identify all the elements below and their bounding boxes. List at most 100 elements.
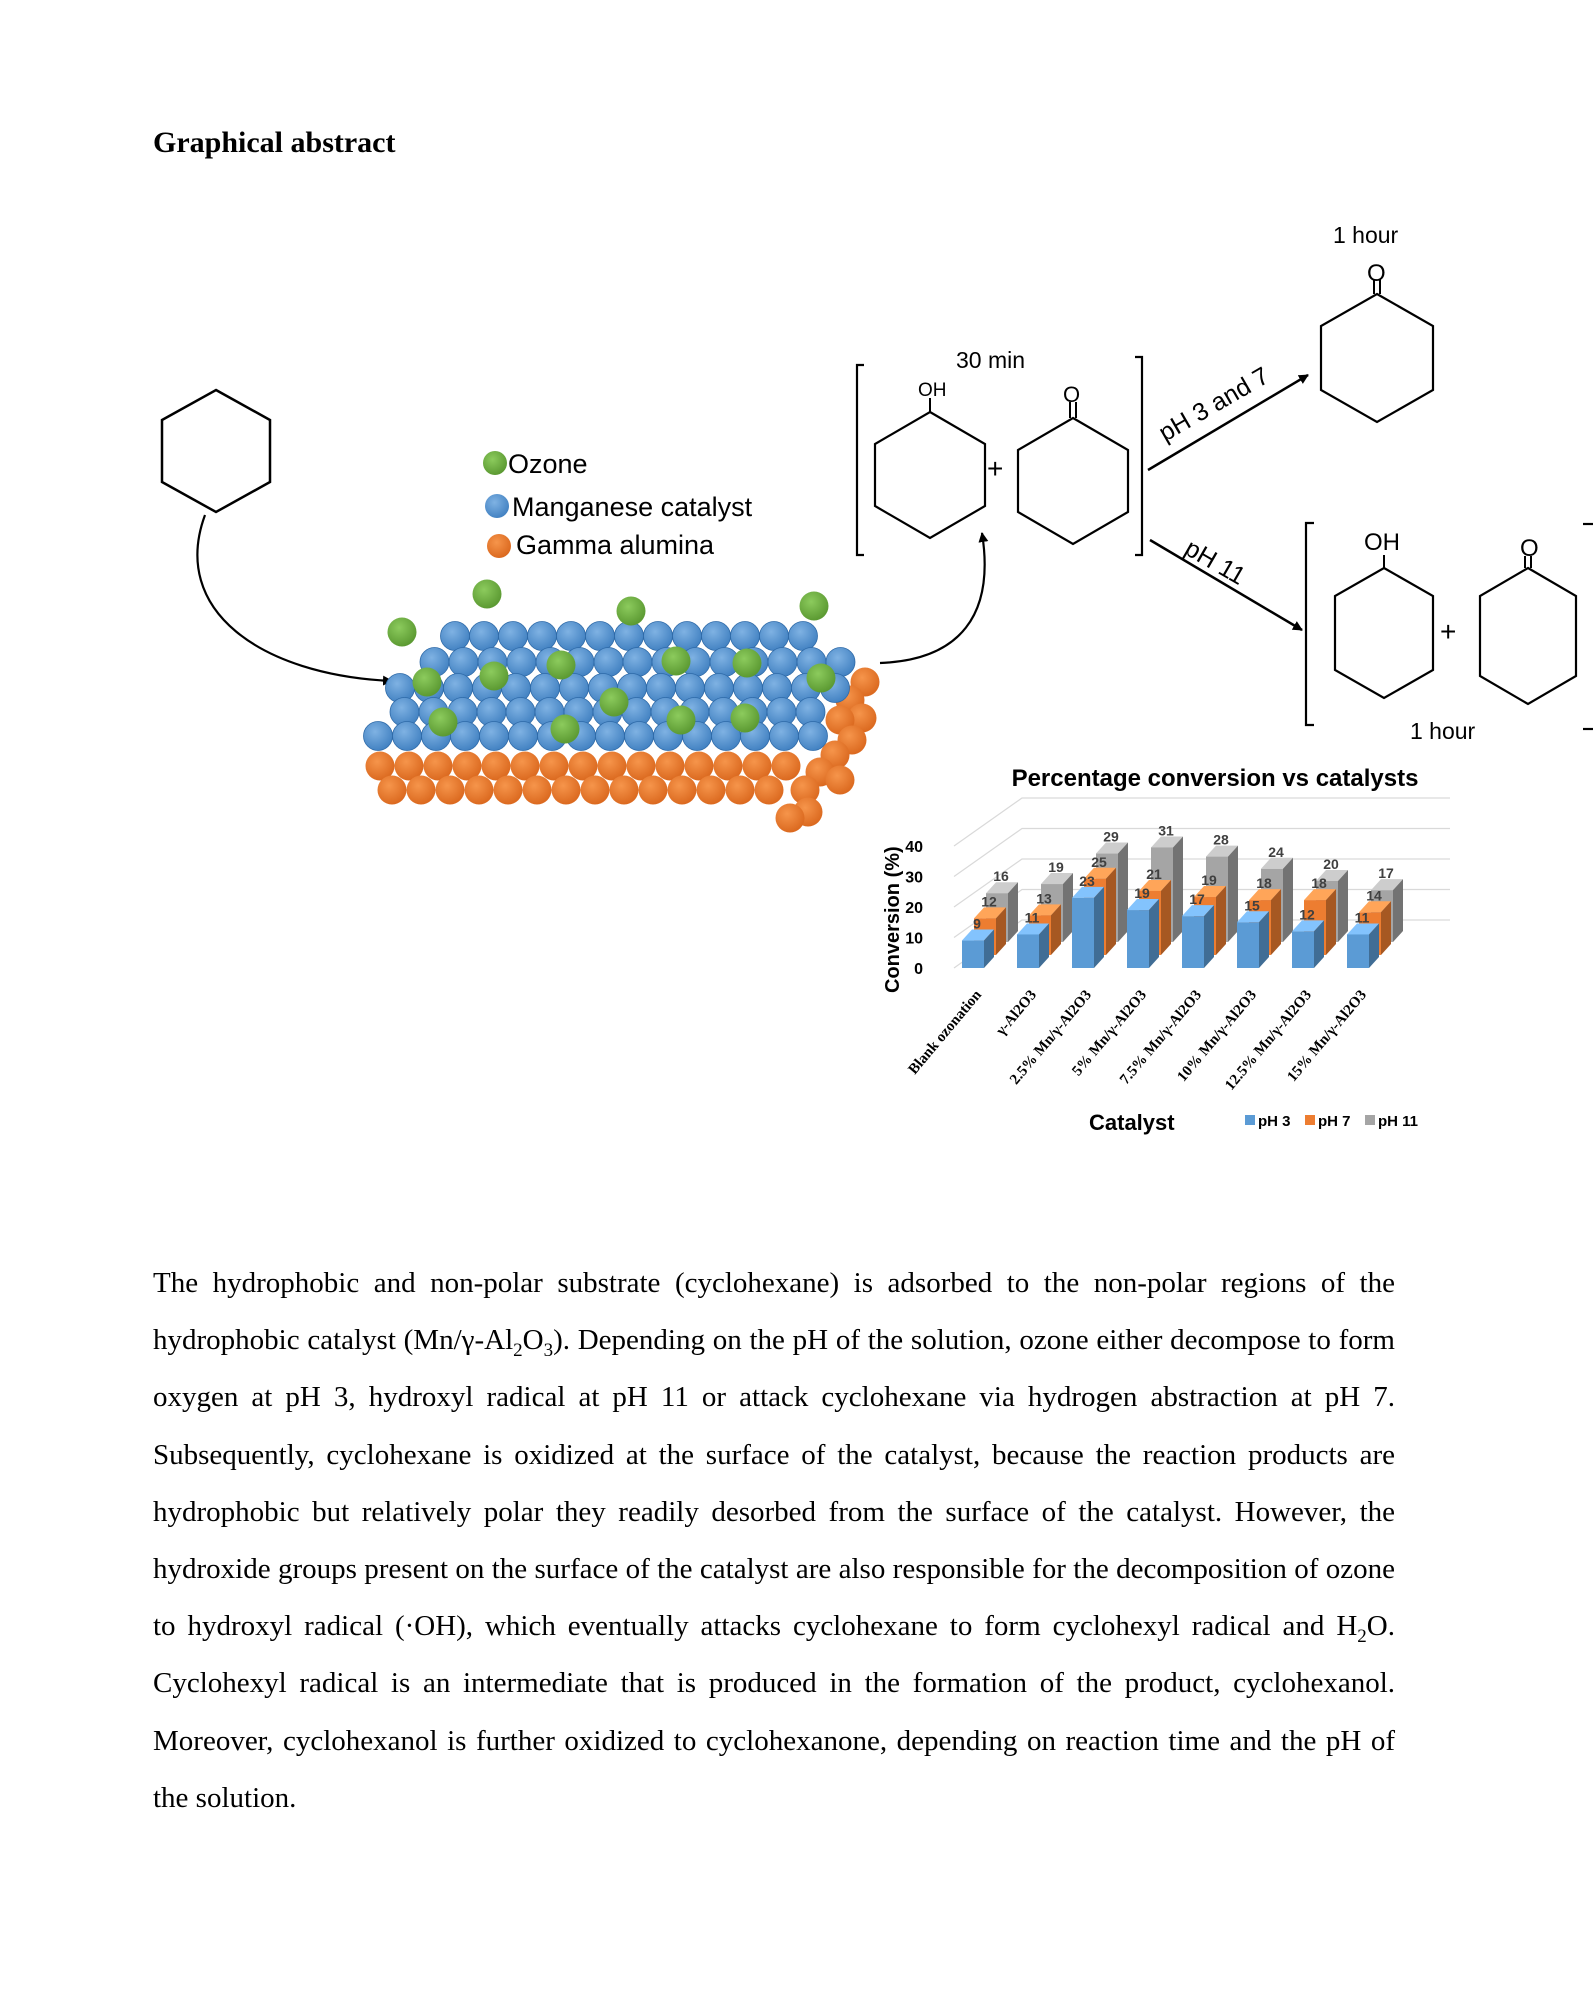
bar-top [1194,886,1226,898]
alumina-particle [655,751,685,781]
manganese-particle [701,621,731,651]
alumina-particle [667,775,697,805]
manganese-particle [624,721,654,751]
ozone-particle [472,579,502,609]
arrow-ph11 [1149,538,1303,632]
bar-top [962,929,994,941]
y-tick-label: 30 [905,870,923,887]
bar-side [984,929,994,968]
ozone-particle [730,703,760,733]
data-label: 9 [973,916,981,932]
alumina-particle [580,775,610,805]
bar-side [1063,873,1073,942]
bar-top [1316,870,1348,881]
plus-sign-30min: + [987,453,1003,484]
ozone-particle [661,646,691,676]
bar-side [1008,882,1018,942]
alumina-particle [825,765,855,795]
manganese-particle [556,621,586,651]
manganese-particle [622,647,653,677]
bar-ph-3 [1072,897,1094,968]
data-label: 28 [1213,832,1229,848]
manganese-legend-icon [485,494,509,518]
data-label: 24 [1268,844,1284,860]
bar-side [1326,889,1336,955]
paragraph-sub-3: 2 [1357,1626,1367,1648]
alumina-particle [551,775,581,805]
data-label: 20 [1323,856,1339,872]
manganese-particle [506,647,537,677]
arrow-ph3-ph7 [1147,373,1309,472]
manganese-particle [769,721,799,751]
data-label: 18 [1256,875,1272,891]
abstract-paragraph: The hydrophobic and non-polar substrate … [153,1255,1395,1827]
data-label: 23 [1079,873,1095,889]
bar-side [1381,901,1391,955]
alumina-particle [365,751,395,781]
alumina-particle [626,751,656,781]
ozone-particle [428,707,458,737]
bar-top [1206,845,1238,857]
bar-top [1182,905,1214,917]
manganese-particle [498,621,528,651]
data-label: 31 [1158,822,1174,838]
ozone-particle [666,705,696,735]
bar-top [1151,836,1183,848]
ozone-legend-icon [483,451,507,475]
alumina-particle [790,775,820,805]
bar-side [1094,886,1104,968]
bar-top [1084,867,1116,879]
bar-side [1216,886,1226,955]
adsorption-arrow [196,514,393,686]
alumina-particle [684,751,714,781]
bar-top [1359,901,1391,913]
alumina-particle [522,775,552,805]
bar-ph-3 [1182,916,1204,968]
bar-top [1072,886,1104,898]
data-label: 19 [1201,872,1217,888]
arrow-label-ph11: pH 11 [1180,534,1250,591]
legend-label-ph11: pH 11 [1378,1113,1418,1130]
alumina-particle [638,775,668,805]
manganese-particle [595,721,625,751]
o-label-top: O [1367,260,1386,287]
bracket-left-30min [855,363,864,557]
alumina-particle [754,775,784,805]
data-label: 19 [1134,885,1150,901]
manganese-particle [614,621,644,651]
data-label: 17 [1189,891,1205,907]
alumina-particle [725,775,755,805]
bar-side [1051,904,1061,955]
data-label: 12 [1299,906,1315,922]
bar-side [1369,923,1379,968]
data-label: 25 [1091,854,1107,870]
cyclohexanol-product-icon [1333,566,1435,700]
cyclohexane-reactant-icon [160,388,272,514]
manganese-particle [508,721,538,751]
manganese-particle [767,647,798,677]
manganese-particle [730,621,760,651]
manganese-particle [440,621,470,651]
ozone-particle [387,617,417,647]
bar-top [1041,873,1073,885]
catalyst-particle-layer [363,579,880,833]
ozone-particle [799,591,829,621]
y-tick-label: 40 [905,839,923,856]
manganese-particle [672,621,702,651]
data-label: 15 [1244,897,1260,913]
alumina-particle [539,751,569,781]
data-label: 29 [1103,829,1119,845]
time-label-30min: 30 min [956,347,1025,373]
gridline [953,827,1450,877]
bar-side [1039,923,1049,968]
bar-side [1173,836,1183,942]
bar-ph-3 [1127,910,1149,968]
bar-top [1347,923,1379,935]
manganese-particle [469,621,499,651]
bar-side [996,907,1006,955]
manganese-particle [448,647,479,677]
manganese-particle [788,621,818,651]
bar-side [1283,857,1293,942]
